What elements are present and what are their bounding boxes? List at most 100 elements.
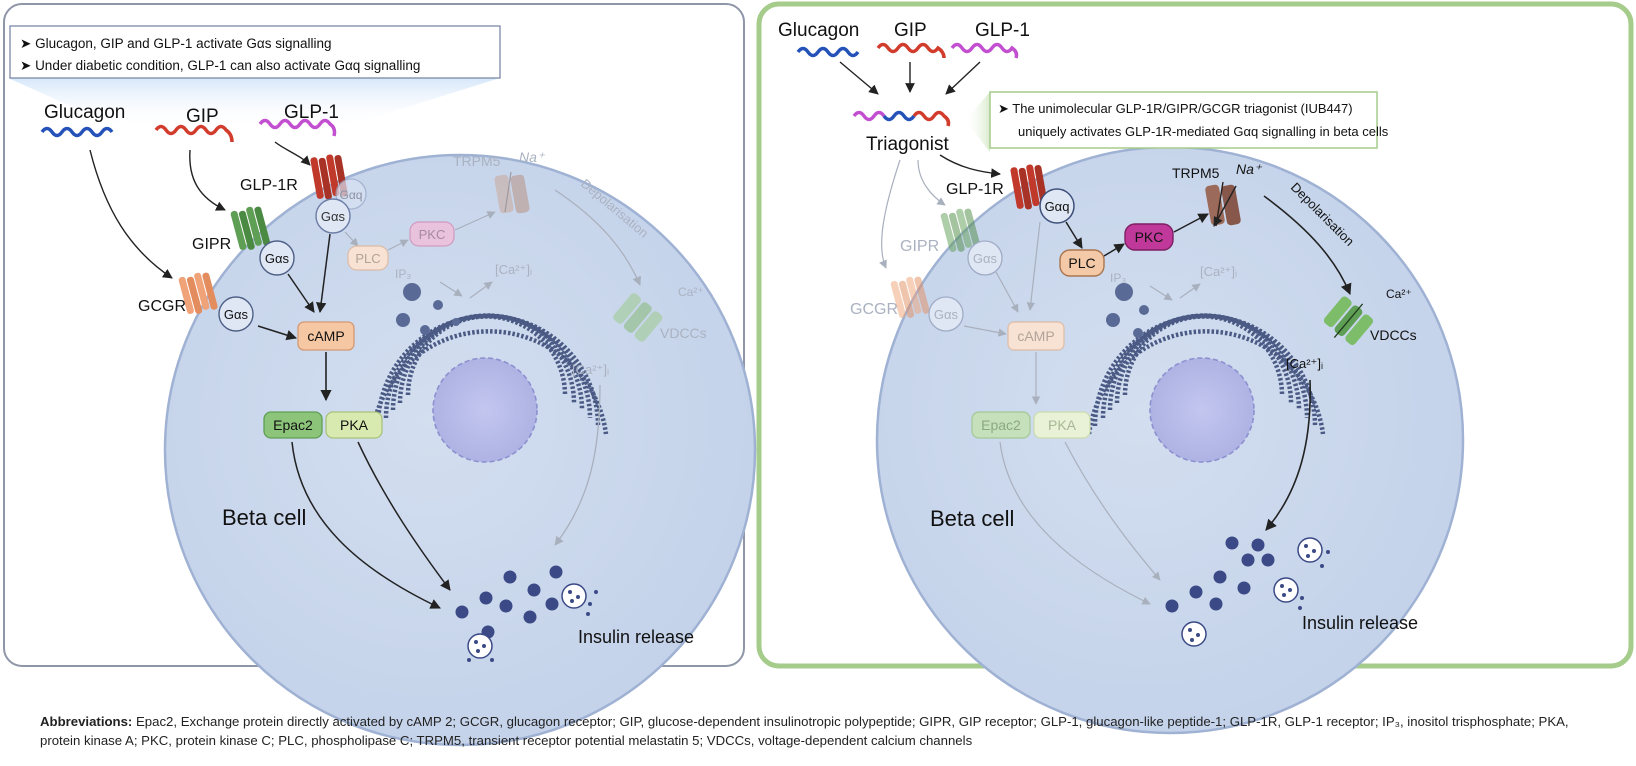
epac2-label: Epac2	[981, 417, 1021, 433]
note-box	[989, 91, 1378, 149]
arrow	[287, 273, 315, 313]
na-label: Na⁺	[519, 149, 546, 165]
vdccs-label: VDCCs	[1370, 327, 1417, 343]
vesicle	[1106, 313, 1120, 327]
arrow	[839, 61, 879, 95]
arrow	[1213, 185, 1237, 227]
insulin-secretion-vesicle-icon	[1273, 577, 1304, 610]
release-label: Insulin release	[578, 627, 694, 647]
arrow	[917, 159, 946, 206]
triagonist-peptide-icon	[852, 110, 951, 127]
note-line: Under diabetic condition, GLP-1 can also…	[35, 58, 420, 73]
pkc-label: PKC	[419, 227, 446, 242]
vdcc-channel-icon	[1323, 296, 1374, 345]
receptor-label-gcgr: GCGR	[850, 301, 898, 318]
receptor-label-gipr: GIPR	[192, 236, 231, 253]
camp-label: cAMP	[307, 328, 344, 344]
note-box	[9, 25, 501, 79]
arrow	[1026, 221, 1041, 311]
gas-protein-glp1r	[315, 198, 351, 234]
gaq-protein	[1039, 188, 1075, 224]
vesicle	[452, 318, 460, 326]
bullet-arrow-icon: ➤	[20, 36, 35, 51]
arrow	[315, 233, 331, 314]
insulin-secretion-vesicle-icon	[1181, 621, 1207, 647]
insulin-granules	[455, 565, 563, 639]
receptor-label-glp1r: GLP-1R	[946, 181, 1004, 198]
vesicle	[1115, 283, 1133, 301]
vesicle	[420, 325, 430, 335]
cai-label: [Ca²⁺]ᵢ	[1200, 264, 1237, 279]
arrow	[291, 441, 441, 609]
endoplasmic-reticulum	[369, 313, 609, 435]
insulin-secretion-vesicle-icon	[467, 633, 494, 662]
ligand-label-glucagon: Glucagon	[44, 102, 125, 123]
abbreviations-heading: Abbreviations:	[40, 714, 133, 729]
ca-label: Ca²⁺	[678, 285, 704, 299]
vesicle	[1133, 328, 1143, 338]
na-label: Na⁺	[1236, 161, 1263, 177]
vesicle	[396, 313, 410, 327]
gip-peptide-icon	[154, 124, 234, 143]
plc-node	[347, 245, 389, 271]
gaq-protein	[335, 178, 367, 210]
ca-label: Ca²⁺	[1386, 287, 1412, 301]
gas-label: Gαs	[934, 307, 959, 322]
insulin-secretion-vesicle-icon	[561, 583, 598, 616]
arrow	[257, 325, 298, 341]
triagonist-label: Triagonist	[866, 134, 949, 155]
note-callout-beam	[965, 92, 990, 152]
arrow	[189, 149, 226, 211]
ligand-label-gip: GIP	[894, 20, 927, 41]
nucleus	[432, 357, 538, 463]
arrow	[1149, 285, 1173, 301]
plc-label: PLC	[355, 251, 380, 266]
cell-label: Beta cell	[222, 505, 306, 530]
epac2-label: Epac2	[273, 417, 313, 433]
arrow	[945, 61, 981, 95]
arrow	[963, 325, 1007, 337]
abbreviations-text: Epac2, Exchange protein directly activat…	[40, 714, 1569, 748]
vesicle	[403, 283, 421, 301]
trpm5-label: TRPM5	[453, 153, 501, 169]
arrow	[1263, 195, 1352, 296]
release-label: Insulin release	[1302, 613, 1418, 633]
arrow	[1173, 213, 1209, 233]
note-line: uniquely activates GLP-1R-mediated Gαq s…	[1018, 124, 1389, 139]
ligand-label-glp1: GLP-1	[284, 102, 339, 123]
gas-protein-gipr	[967, 240, 1003, 276]
gas-protein-gcgr	[218, 296, 254, 332]
vdccs-label: VDCCs	[660, 325, 707, 341]
ligand-label-gip: GIP	[186, 106, 219, 127]
pkc-node	[1124, 223, 1174, 251]
pkc-label: PKC	[1135, 229, 1164, 245]
arrow	[454, 211, 496, 231]
arrow	[1065, 221, 1083, 249]
pka-node	[1033, 411, 1091, 439]
arrow	[554, 189, 641, 286]
gipr-receptor-icon	[940, 208, 981, 252]
arrow	[274, 141, 311, 166]
gas-label: Gαs	[224, 307, 249, 322]
receptor-label-gcgr: GCGR	[138, 298, 186, 315]
svg-text:➤ Under diabetic condition, G: ➤ Under diabetic condition, GLP-1 can al…	[20, 58, 420, 73]
glucagon-peptide-icon	[40, 126, 114, 138]
arrow	[469, 281, 493, 299]
left-panel: ➤ Glucagon, GIP and GLP-1 activate Gαs s…	[3, 3, 757, 747]
plc-label: PLC	[1068, 255, 1095, 271]
receptor-label-gipr: GIPR	[900, 238, 939, 255]
arrow	[439, 281, 463, 297]
ligand-label-glucagon: Glucagon	[778, 20, 859, 41]
gip-peptide-icon	[876, 42, 946, 59]
cai-label: [Ca²⁺]ᵢ	[1286, 356, 1323, 371]
plc-node	[1059, 249, 1105, 277]
arrow	[1064, 441, 1161, 581]
ip3-label: IP₃	[395, 267, 411, 281]
note-callout-beam	[8, 78, 500, 128]
arrow	[879, 159, 901, 269]
vesicle	[1139, 305, 1149, 315]
gas-protein-gipr	[259, 240, 295, 276]
pka-label: PKA	[1048, 417, 1077, 433]
camp-node	[1007, 321, 1065, 351]
